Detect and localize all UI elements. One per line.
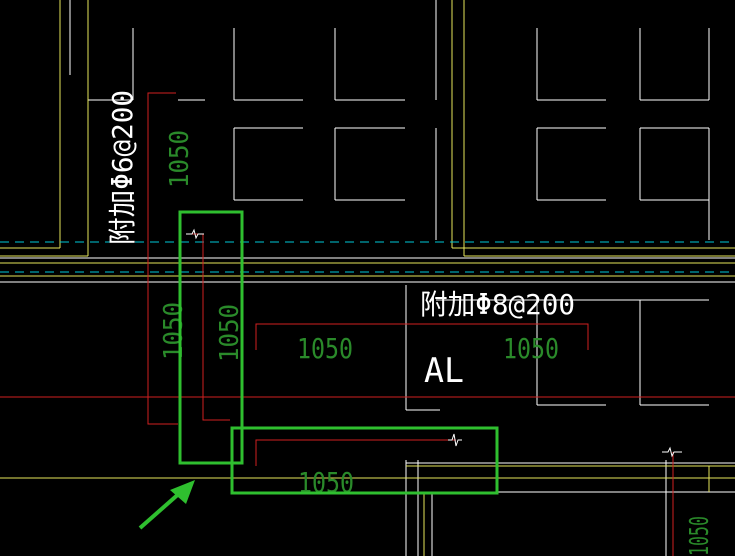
highlight-boxes [178,210,499,495]
rebar-label-right: 附加Φ8@200 [420,288,575,321]
dimension-label: 1050 [165,130,195,188]
rebar-label-left: 附加Φ6@200 [106,90,139,245]
dimension-label: 1050 [297,332,353,365]
dimension-label: 1050 [215,304,245,362]
break-marks [186,228,682,458]
cyan-dashed-lines [0,241,735,273]
dimension-label: 1050 [159,302,189,360]
beam-tag: AL [424,351,464,391]
highlight-box-horizontal [230,426,499,495]
arrow-icon [138,480,195,530]
dimension-label: 1050 [685,516,715,556]
highlight-box-vertical [178,210,244,465]
dimension-label: 1050 [503,332,559,365]
